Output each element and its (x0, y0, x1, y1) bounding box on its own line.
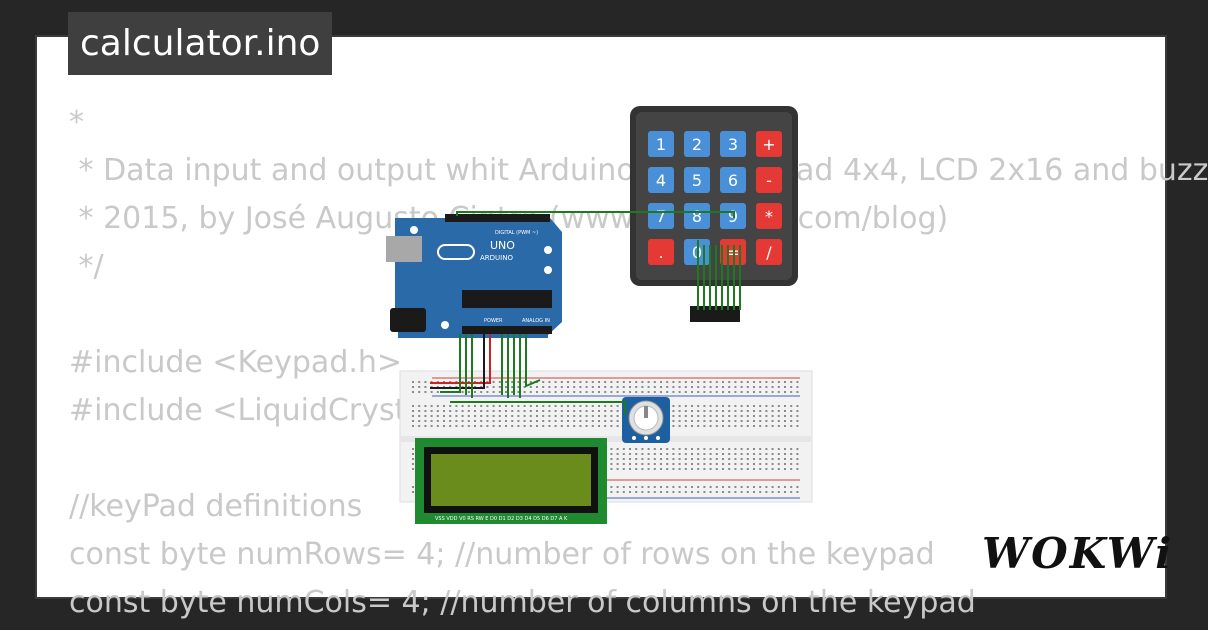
arduino-brand-label: ARDUINO (480, 254, 513, 262)
keypad-key[interactable] (684, 167, 710, 193)
keypad-key[interactable] (648, 203, 674, 229)
keypad-key-label: 2 (692, 135, 702, 154)
arduino-digital-label: DIGITAL (PWM ~) (495, 230, 538, 236)
keypad-key-label: + (762, 135, 775, 154)
keypad-key-label: 7 (656, 207, 666, 226)
keypad-key[interactable] (648, 167, 674, 193)
arduino-model-label: UNO (490, 239, 515, 252)
wires (430, 211, 741, 415)
wokwi-logo[interactable]: WOKWi (978, 528, 1171, 578)
project-title: calculator.ino (68, 12, 333, 75)
keypad-key[interactable] (756, 203, 782, 229)
keypad-key[interactable] (684, 131, 710, 157)
keypad-key-label: - (766, 171, 772, 190)
potentiometer[interactable] (622, 397, 670, 443)
arduino-power-label: POWER (484, 318, 503, 324)
keypad-key-label: / (766, 243, 772, 262)
code-line: * (69, 105, 84, 140)
arduino-uno-board[interactable]: UNO ARDUINO DIGITAL (PWM ~) POWER ANALOG… (386, 214, 562, 338)
code-line: */ (69, 249, 104, 284)
keypad-key[interactable] (684, 203, 710, 229)
lcd-display[interactable]: VSS VDD V0 RS RW E D0 D1 D2 D3 D4 D5 D6 … (415, 438, 607, 524)
keypad-key[interactable] (648, 239, 674, 265)
wokwi-logo-text: WOKWi (982, 529, 1173, 578)
arduino-analog-label: ANALOG IN (522, 318, 550, 324)
code-line: const byte numCols= 4; //number of colum… (69, 585, 976, 620)
preview-card: * * Data input and output whit Arduino U… (35, 35, 1208, 620)
keypad-key[interactable] (756, 131, 782, 157)
keypad-key-label: * (765, 207, 773, 226)
keypad-key[interactable] (720, 131, 746, 157)
keypad-key[interactable] (720, 167, 746, 193)
code-line: const byte numRows= 4; //number of rows … (69, 537, 935, 572)
keypad-key-label: . (658, 243, 663, 262)
svg-text:VSS VDD V0 RS RW E D0 D1 D2 D3: VSS VDD V0 RS RW E D0 D1 D2 D3 D4 D5 D6 … (435, 516, 568, 522)
keypad-key-label: 3 (728, 135, 738, 154)
code-line: //keyPad definitions (69, 489, 363, 524)
code-line: #include <Keypad.h> (69, 345, 403, 380)
keypad-key-label: 8 (692, 207, 702, 226)
keypad-key-label: 1 (656, 135, 666, 154)
keypad-key[interactable] (756, 239, 782, 265)
keypad-key[interactable] (648, 131, 674, 157)
keypad-key-label: 4 (656, 171, 666, 190)
keypad-key-label: 6 (728, 171, 738, 190)
keypad-key-label: 5 (692, 171, 702, 190)
keypad-key[interactable] (756, 167, 782, 193)
